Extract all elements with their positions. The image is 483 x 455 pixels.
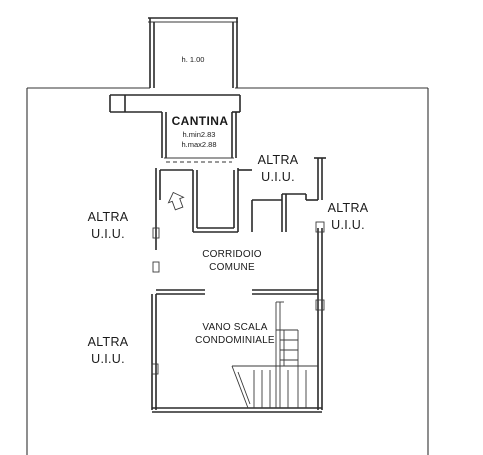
altra-left-upper-line1: ALTRA bbox=[87, 210, 129, 224]
right-upper-walls bbox=[251, 157, 326, 232]
cantina-label: CANTINA bbox=[171, 114, 229, 128]
central-walls bbox=[152, 168, 252, 273]
altra-top-right-line2: U.I.U. bbox=[261, 170, 295, 184]
altra-top-right-line1: ALTRA bbox=[257, 153, 299, 167]
lower-walls bbox=[151, 289, 322, 413]
top-room-walls bbox=[148, 17, 238, 88]
altra-left-upper-line2: U.I.U. bbox=[91, 227, 125, 241]
altra-left-lower-line2: U.I.U. bbox=[91, 352, 125, 366]
cantina-height-max: h.max2.88 bbox=[181, 140, 217, 149]
altra-right-line2: U.I.U. bbox=[331, 218, 365, 232]
corridoio-label-line2: COMUNE bbox=[209, 262, 255, 273]
outer-frame bbox=[26, 87, 429, 455]
cantina-walls bbox=[109, 94, 241, 163]
staircase bbox=[231, 301, 318, 409]
top-room-height-label: h. 1.00 bbox=[181, 55, 205, 64]
entrance-arrow-icon bbox=[167, 191, 185, 211]
cantina-height-min: h.min2.83 bbox=[182, 130, 216, 139]
corridoio-label-line1: CORRIDOIO bbox=[202, 249, 262, 260]
altra-left-lower-line1: ALTRA bbox=[87, 335, 129, 349]
vano-scala-label-line1: VANO SCALA bbox=[202, 322, 268, 333]
vano-scala-label-line2: CONDOMINIALE bbox=[195, 335, 275, 346]
altra-right-line1: ALTRA bbox=[327, 201, 369, 215]
right-walls bbox=[315, 221, 325, 410]
